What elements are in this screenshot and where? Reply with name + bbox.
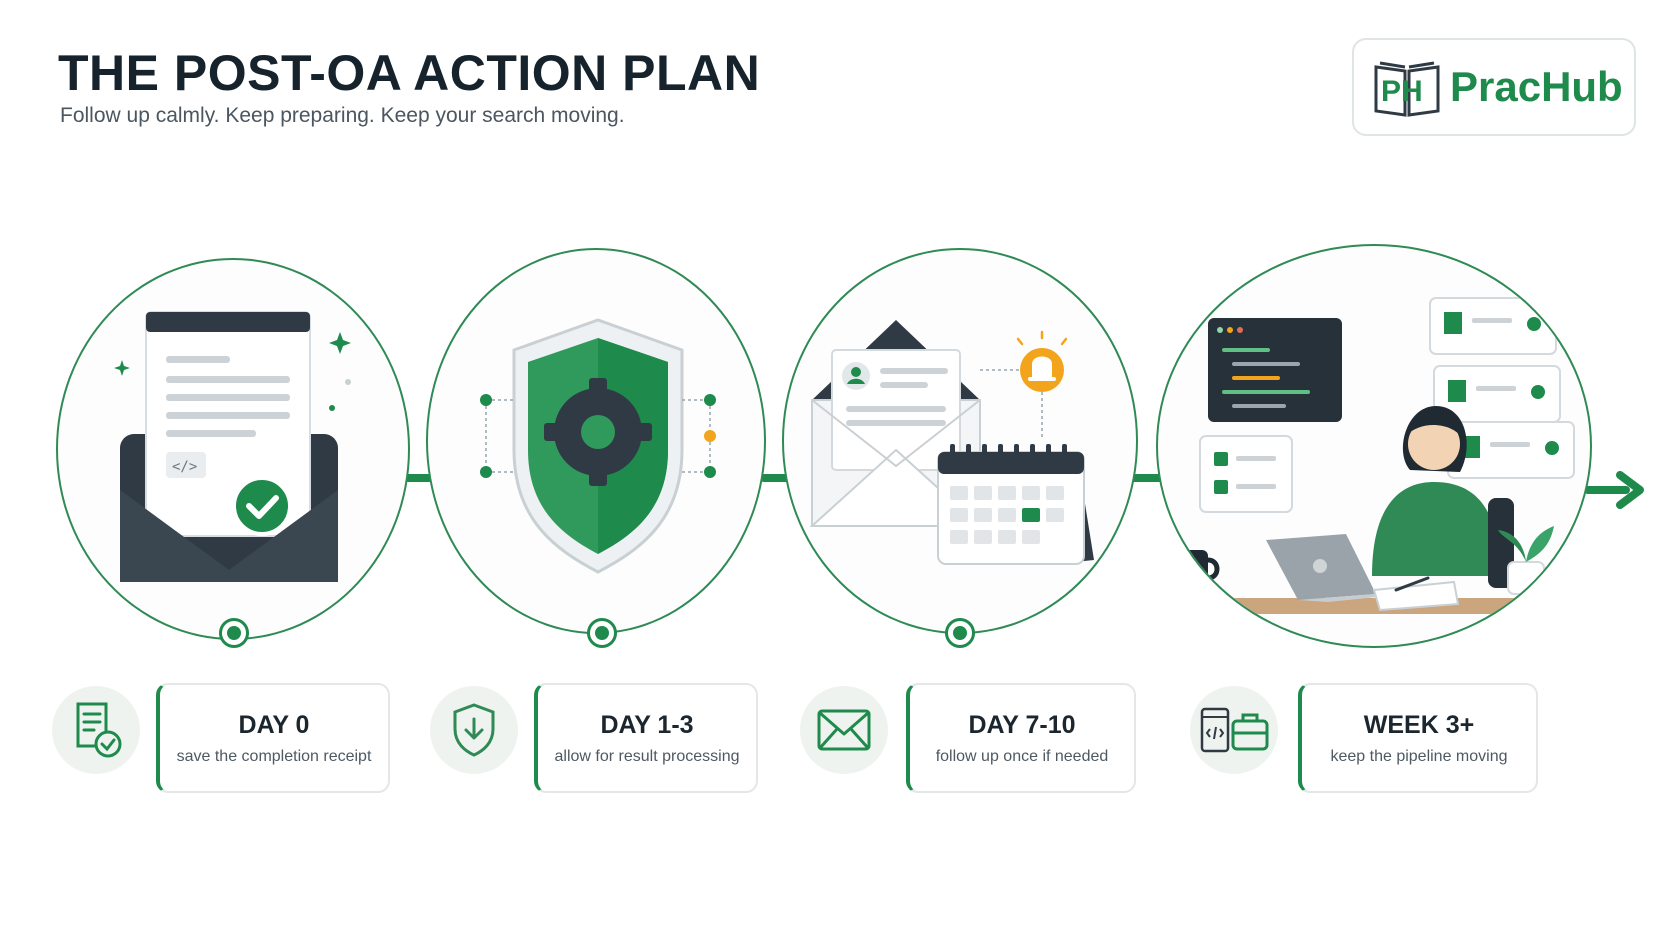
prachub-logo[interactable]: PH PracHub [1352,38,1636,136]
page-subtitle: Follow up calmly. Keep preparing. Keep y… [60,104,625,127]
receipt-check-icon [76,702,122,758]
document-envelope-icon: </> [114,311,351,582]
page-title: THE POST-OA ACTION PLAN [58,45,761,101]
illustration-day-7-10 [782,248,1138,634]
step-card-day-1-3: DAY 1-3 allow for result processing [534,683,758,793]
svg-text:</>: </> [172,459,197,475]
illustration-day-1-3 [426,248,766,634]
shield-gear-icon [480,318,716,574]
timeline-connector [404,474,444,482]
timeline-dot [945,618,975,648]
illustration-day-0: </> [56,258,410,640]
step-title: DAY 1-3 [600,710,694,739]
step-card-day-0: DAY 0 save the completion receipt [156,683,390,793]
logo-text: PracHub [1450,63,1623,110]
step-icon-day-7-10 [800,686,888,774]
step-description: keep the pipeline moving [1330,747,1508,765]
step-card-week-3: WEEK 3+ keep the pipeline moving [1298,683,1538,793]
step-title: DAY 7-10 [968,710,1076,739]
timeline-dot [219,618,249,648]
step-description: allow for result processing [554,747,740,765]
step-title: DAY 0 [238,710,310,739]
person-laptop-icon [1168,297,1578,614]
step-description: follow up once if needed [935,747,1109,765]
step-icon-week-3 [1190,686,1278,774]
step-description: save the completion receipt [176,747,372,765]
illustration-week-3 [1156,244,1592,648]
svg-text:PH: PH [1381,75,1423,108]
envelope-calendar-bell-icon [809,320,1094,565]
timeline-dot [587,618,617,648]
step-icon-day-1-3 [430,686,518,774]
code-briefcase-icon [1200,707,1269,753]
timeline-connector [760,474,800,482]
timeline-connector [1128,474,1168,482]
arrow-right-icon [1586,471,1644,509]
step-icon-day-0 [52,686,140,774]
step-card-day-7-10: DAY 7-10 follow up once if needed [906,683,1136,793]
book-logo-icon: PH [1374,61,1440,117]
step-title: WEEK 3+ [1363,710,1475,739]
mail-icon [817,709,871,751]
shield-download-icon [453,703,495,757]
